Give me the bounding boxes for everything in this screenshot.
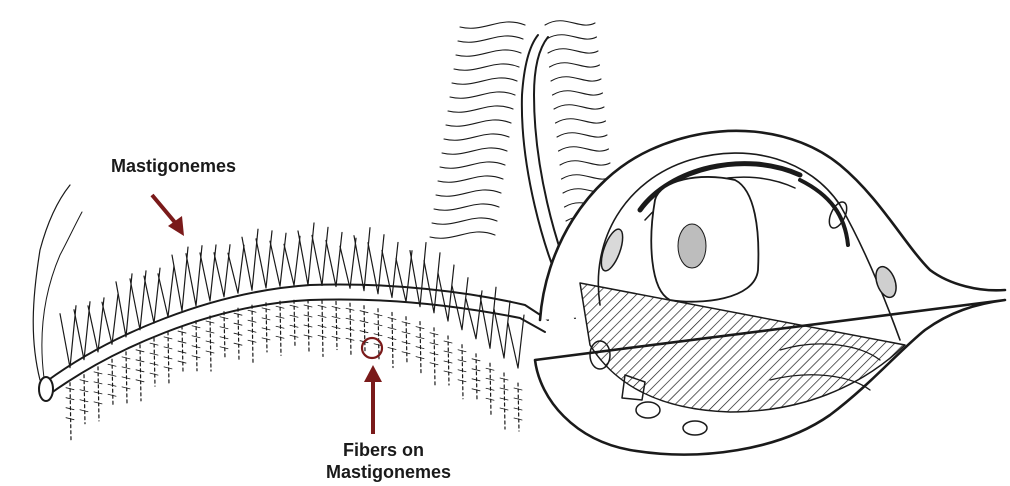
mastigonemes-arrow	[152, 195, 184, 236]
label-fibers-line1: Fibers on	[343, 439, 424, 461]
flagellum-mastigonemes	[60, 223, 524, 440]
tinsel-flagellum	[33, 185, 548, 401]
label-fibers-line2: Mastigonemes	[326, 461, 451, 483]
label-mastigonemes: Mastigonemes	[111, 155, 236, 177]
